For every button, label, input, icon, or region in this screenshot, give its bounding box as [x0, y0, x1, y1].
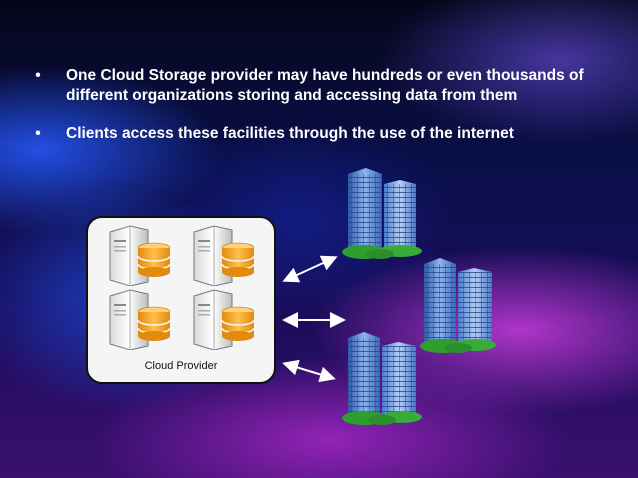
- server-database-icon: [193, 225, 255, 286]
- bullet-text: Clients access these facilities through …: [66, 125, 514, 142]
- connection-arrows: [282, 255, 346, 383]
- office-building-icon: [420, 258, 496, 353]
- server-database-icon: [193, 289, 255, 350]
- bullet-text: One Cloud Storage provider may have hund…: [66, 67, 584, 104]
- office-building-icon: [342, 332, 422, 425]
- server-database-icon: [109, 225, 171, 286]
- bullet-item: • Clients access these facilities throug…: [28, 124, 588, 144]
- server-database-icon: [109, 289, 171, 350]
- office-building-icon: [342, 168, 422, 259]
- bullet-item: • One Cloud Storage provider may have hu…: [28, 66, 588, 106]
- arrow-client-3: [282, 359, 336, 383]
- bullet-list: • One Cloud Storage provider may have hu…: [28, 66, 588, 162]
- arrow-client-1: [282, 255, 338, 283]
- cloud-provider-box: Cloud Provider: [86, 216, 276, 384]
- cloud-provider-label: Cloud Provider: [144, 360, 218, 372]
- bullet-symbol: •: [35, 67, 41, 84]
- bullet-symbol: •: [35, 125, 41, 142]
